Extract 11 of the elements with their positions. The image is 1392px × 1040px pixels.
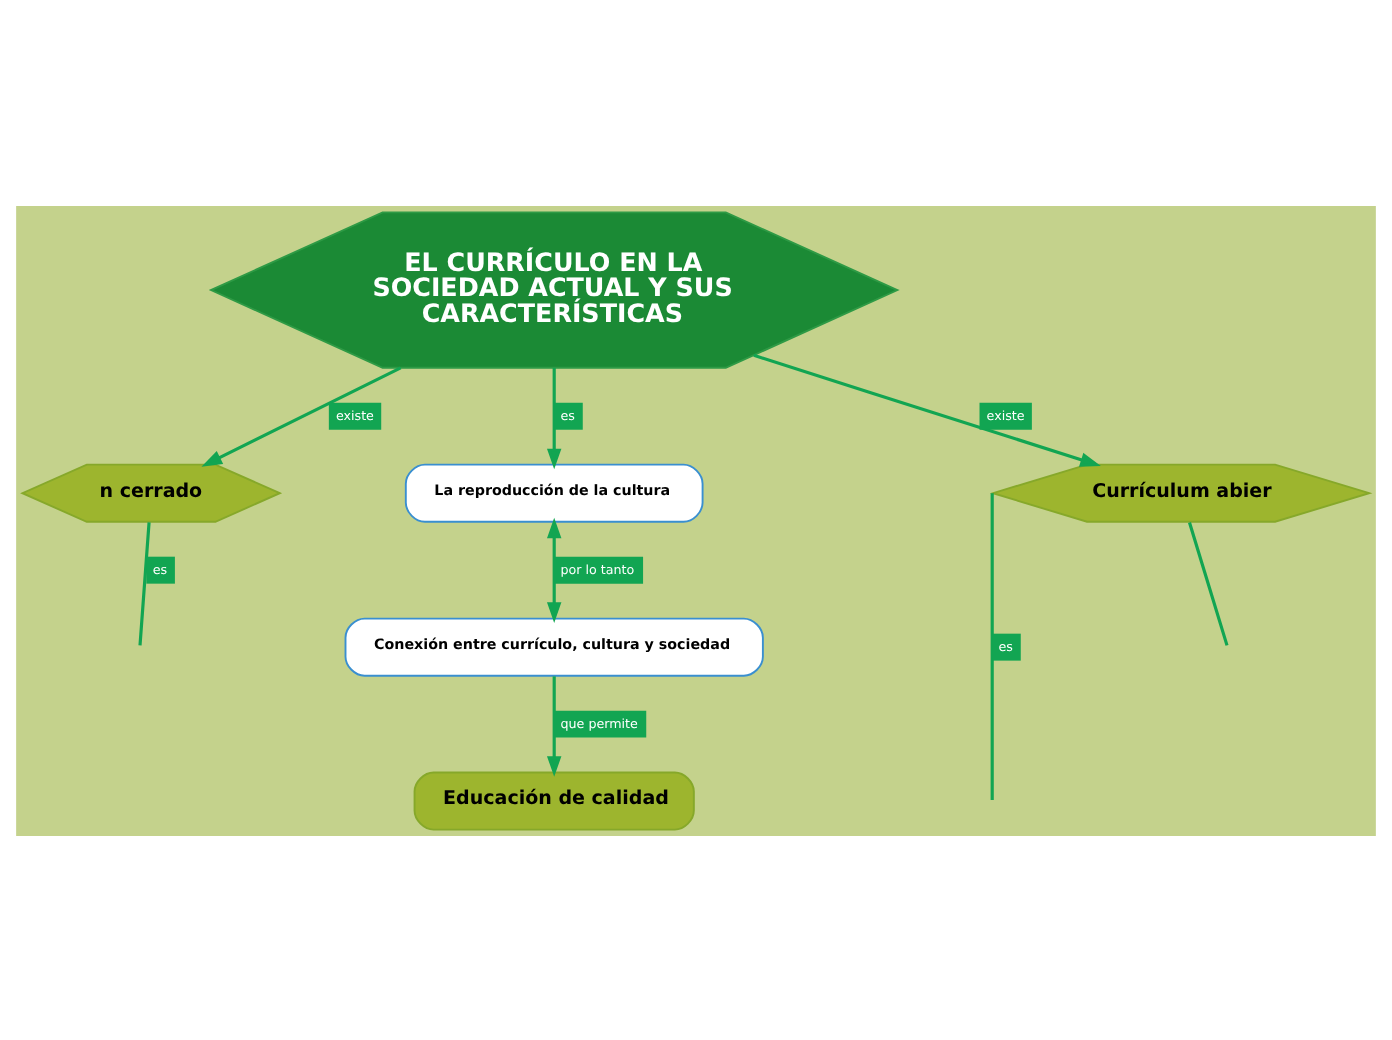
node-box: La reproducción de la cultura bbox=[404, 462, 704, 522]
connector bbox=[1188, 520, 1229, 645]
connector bbox=[138, 521, 151, 645]
arrow bbox=[201, 365, 402, 466]
arrow bbox=[546, 366, 562, 469]
arrow bbox=[753, 352, 1101, 466]
node-box: Educación de calidad bbox=[413, 770, 695, 830]
arrow bbox=[546, 516, 562, 622]
node-box: Conexión entre currículo, cultura y sociedad bbox=[344, 616, 764, 676]
arrow bbox=[546, 675, 562, 776]
connector bbox=[990, 492, 994, 799]
